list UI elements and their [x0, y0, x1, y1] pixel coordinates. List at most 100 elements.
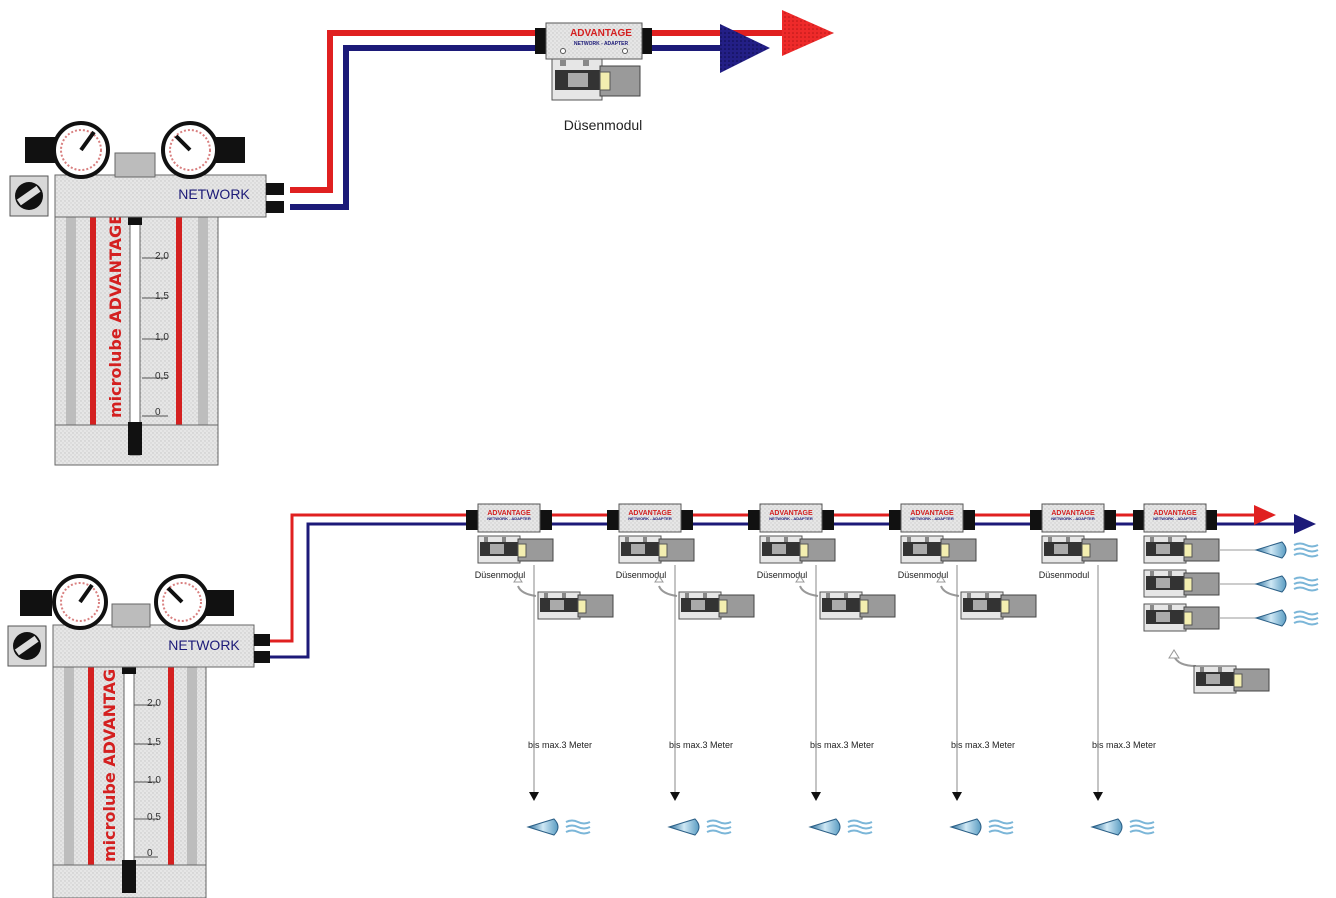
adapter-title: ADVANTAGE [628, 510, 672, 517]
bottom-oil-arrow-icon [1294, 514, 1316, 534]
top-oil-line [290, 45, 730, 210]
module-label: Düsenmodul [757, 570, 808, 580]
top-brand-vertical: microlube ADVANTAGE [106, 214, 125, 418]
bottom-pressure-gauge-icon [20, 574, 108, 630]
adapter-subtitle: NETWORK - ADAPTER [628, 516, 672, 521]
bottom-scale-mark: 0,5 [147, 812, 161, 823]
spray-icon [988, 819, 1014, 835]
bottom-unit-label: NETWORK [168, 637, 240, 653]
bottom-lubricator-unit: 2,0 1,5 1,0 0,5 0 microlube ADVANTAGE NE… [7, 574, 270, 898]
nozzle-icon [1090, 818, 1123, 836]
spare-nozzle-module [1193, 665, 1270, 694]
nozzle-icon [949, 818, 982, 836]
nozzle-icon [1254, 609, 1287, 627]
end-adapter-title: ADVANTAGE [1153, 510, 1197, 517]
arrow-icon [1093, 792, 1103, 801]
distance-label: bis max.3 Meter [528, 740, 592, 750]
nozzle-module [618, 535, 695, 564]
bottom-scale-mark: 2,0 [147, 698, 161, 709]
distance-label: bis max.3 Meter [951, 740, 1015, 750]
bottom-brand-vertical: microlube ADVANTAGE [100, 658, 119, 862]
top-regulator-knob-icon [9, 175, 49, 217]
module-label: Düsenmodul [616, 570, 667, 580]
top-oil-arrow-icon [720, 24, 770, 73]
top-air-line [290, 30, 790, 193]
distance-label: bis max.3 Meter [810, 740, 874, 750]
bottom-air-arrow-icon [1254, 505, 1276, 525]
nozzle-icon [808, 818, 841, 836]
spare-nozzle-module [678, 591, 755, 620]
top-module-label: Düsenmodul [564, 117, 643, 133]
top-adapter-title: ADVANTAGE [570, 28, 632, 39]
spare-nozzle-module [819, 591, 896, 620]
bottom-scale-mark: 1,5 [147, 737, 161, 748]
spray-icon [1293, 576, 1319, 592]
nozzle-icon [1254, 541, 1287, 559]
bottom-scale-mark: 0 [147, 848, 153, 859]
nozzle-module [1041, 535, 1118, 564]
top-network-system: ADVANTAGE NETWORK - ADAPTER Düsenmodul [9, 10, 834, 466]
nozzle-icon [1254, 575, 1287, 593]
end-adapter-subtitle: NETWORK - ADAPTER [1153, 516, 1197, 521]
spray-icon [1129, 819, 1155, 835]
adapter-subtitle: NETWORK - ADAPTER [910, 516, 954, 521]
spray-icon [1293, 542, 1319, 558]
top-scale-mark: 0 [155, 407, 161, 418]
end-module-stack [1143, 535, 1319, 694]
end-manifold: ADVANTAGE NETWORK - ADAPTER [1133, 503, 1217, 533]
arrow-icon [529, 792, 539, 801]
bottom-level-scale: 2,0 1,5 1,0 0,5 0 [134, 698, 161, 859]
nozzle-icon [667, 818, 700, 836]
nozzle-module [1143, 569, 1220, 598]
adapter-subtitle: NETWORK - ADAPTER [487, 516, 531, 521]
bottom-regulator-knob-icon [7, 625, 47, 667]
spray-icon [565, 819, 591, 835]
nozzle-module [1143, 603, 1220, 632]
spray-icon [847, 819, 873, 835]
distance-label: bis max.3 Meter [1092, 740, 1156, 750]
arrow-icon [811, 792, 821, 801]
nozzle-icon [526, 818, 559, 836]
top-unit-label: NETWORK [178, 186, 250, 202]
spray-icon [1293, 610, 1319, 626]
module-label: Düsenmodul [1039, 570, 1090, 580]
spare-nozzle-module [960, 591, 1037, 620]
top-air-arrow-icon [782, 10, 834, 56]
nozzle-module [477, 535, 554, 564]
adapter-subtitle: NETWORK - ADAPTER [1051, 516, 1095, 521]
top-lubricator-unit: 2,0 1,5 1,0 0,5 0 microlube ADVANTAGE NE… [9, 121, 284, 466]
adapter-subtitle: NETWORK - ADAPTER [769, 516, 813, 521]
nozzle-module [900, 535, 977, 564]
spray-icon [706, 819, 732, 835]
adapter-title: ADVANTAGE [769, 510, 813, 517]
top-pressure-gauge-icon [161, 121, 245, 179]
top-scale-mark: 1,5 [155, 291, 169, 302]
bottom-scale-mark: 1,0 [147, 775, 161, 786]
top-adapter-subtitle: NETWORK - ADAPTER [574, 41, 629, 47]
distance-label: bis max.3 Meter [669, 740, 733, 750]
spare-nozzle-module [537, 591, 614, 620]
module-label: Düsenmodul [475, 570, 526, 580]
top-network-adapter: ADVANTAGE NETWORK - ADAPTER [535, 22, 652, 60]
top-nozzle-module [551, 58, 641, 101]
top-scale-mark: 2,0 [155, 251, 169, 262]
arrow-icon [670, 792, 680, 801]
module-label: Düsenmodul [898, 570, 949, 580]
adapter-title: ADVANTAGE [910, 510, 954, 517]
bottom-pressure-gauge-icon [154, 574, 234, 630]
arrow-icon [952, 792, 962, 801]
adapter-title: ADVANTAGE [1051, 510, 1095, 517]
nozzle-module [1143, 535, 1220, 564]
